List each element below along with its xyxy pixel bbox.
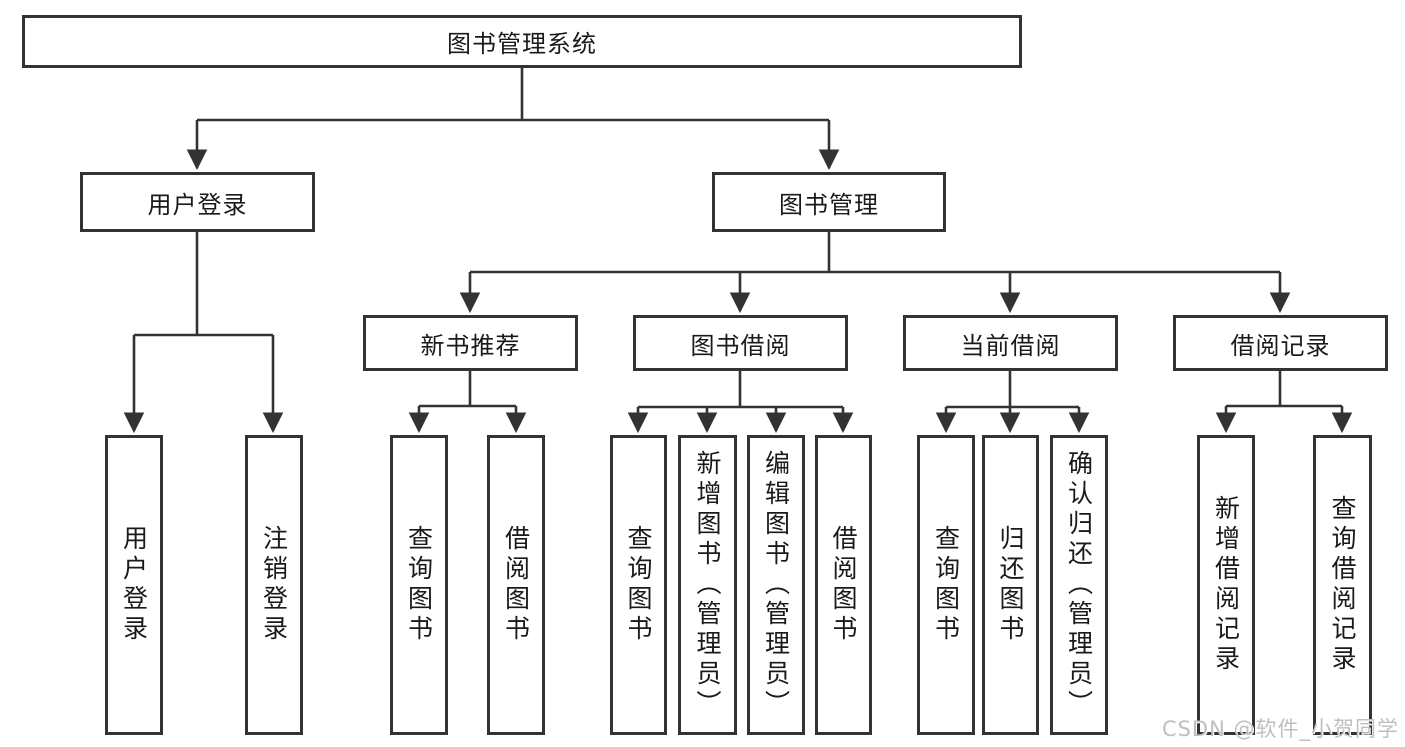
- node-label: 查询图书: [931, 525, 961, 645]
- node-label: 确认归还（管理员）: [1064, 450, 1094, 720]
- node-label: 查询借阅记录: [1328, 495, 1357, 675]
- node-label: 图书管理: [779, 190, 879, 219]
- node-root-library-system: 图书管理系统: [22, 15, 1022, 68]
- node-label: 借阅图书: [501, 525, 531, 645]
- leaf-add-borrow-record: 新增借阅记录: [1197, 435, 1255, 735]
- node-label: 新增图书（管理员）: [693, 450, 722, 720]
- node-book-borrow: 图书借阅: [633, 315, 848, 371]
- leaf-current-query-books: 查询图书: [917, 435, 975, 735]
- node-label: 图书借阅: [690, 331, 791, 360]
- node-label: 编辑图书（管理员）: [761, 450, 791, 720]
- leaf-edit-books-admin: 编辑图书（管理员）: [747, 435, 805, 735]
- leaf-borrow-books: 借阅图书: [815, 435, 872, 735]
- node-label: 当前借阅: [960, 331, 1061, 360]
- node-label: 查询图书: [624, 525, 653, 645]
- leaf-return-books: 归还图书: [982, 435, 1039, 735]
- node-label: 查询图书: [404, 525, 434, 645]
- node-label: 新书推荐: [420, 331, 521, 360]
- csdn-watermark: CSDN @软件_小贺同学: [1161, 717, 1399, 741]
- node-label: 归还图书: [996, 525, 1025, 645]
- node-label: 用户登录: [147, 190, 248, 219]
- leaf-query-borrow-record: 查询借阅记录: [1313, 435, 1372, 735]
- node-label: 借阅图书: [829, 525, 858, 645]
- leaf-add-books-admin: 新增图书（管理员）: [678, 435, 737, 735]
- leaf-confirm-return-admin: 确认归还（管理员）: [1050, 435, 1108, 735]
- leaf-recommend-borrow-books: 借阅图书: [487, 435, 545, 735]
- node-label: 新增借阅记录: [1211, 495, 1241, 675]
- node-label: 注销登录: [259, 525, 289, 645]
- leaf-borrow-query-books: 查询图书: [610, 435, 667, 735]
- leaf-user-login: 用户登录: [105, 435, 163, 735]
- node-borrow-records: 借阅记录: [1173, 315, 1388, 371]
- leaf-logout: 注销登录: [245, 435, 303, 735]
- node-label: 借阅记录: [1230, 331, 1331, 360]
- node-label: 用户登录: [119, 525, 149, 645]
- node-new-book-recommend: 新书推荐: [363, 315, 578, 371]
- node-label: 图书管理系统: [447, 30, 597, 58]
- node-user-login: 用户登录: [80, 172, 315, 232]
- node-current-borrow: 当前借阅: [903, 315, 1118, 371]
- node-book-management: 图书管理: [712, 172, 946, 232]
- leaf-recommend-query-books: 查询图书: [390, 435, 448, 735]
